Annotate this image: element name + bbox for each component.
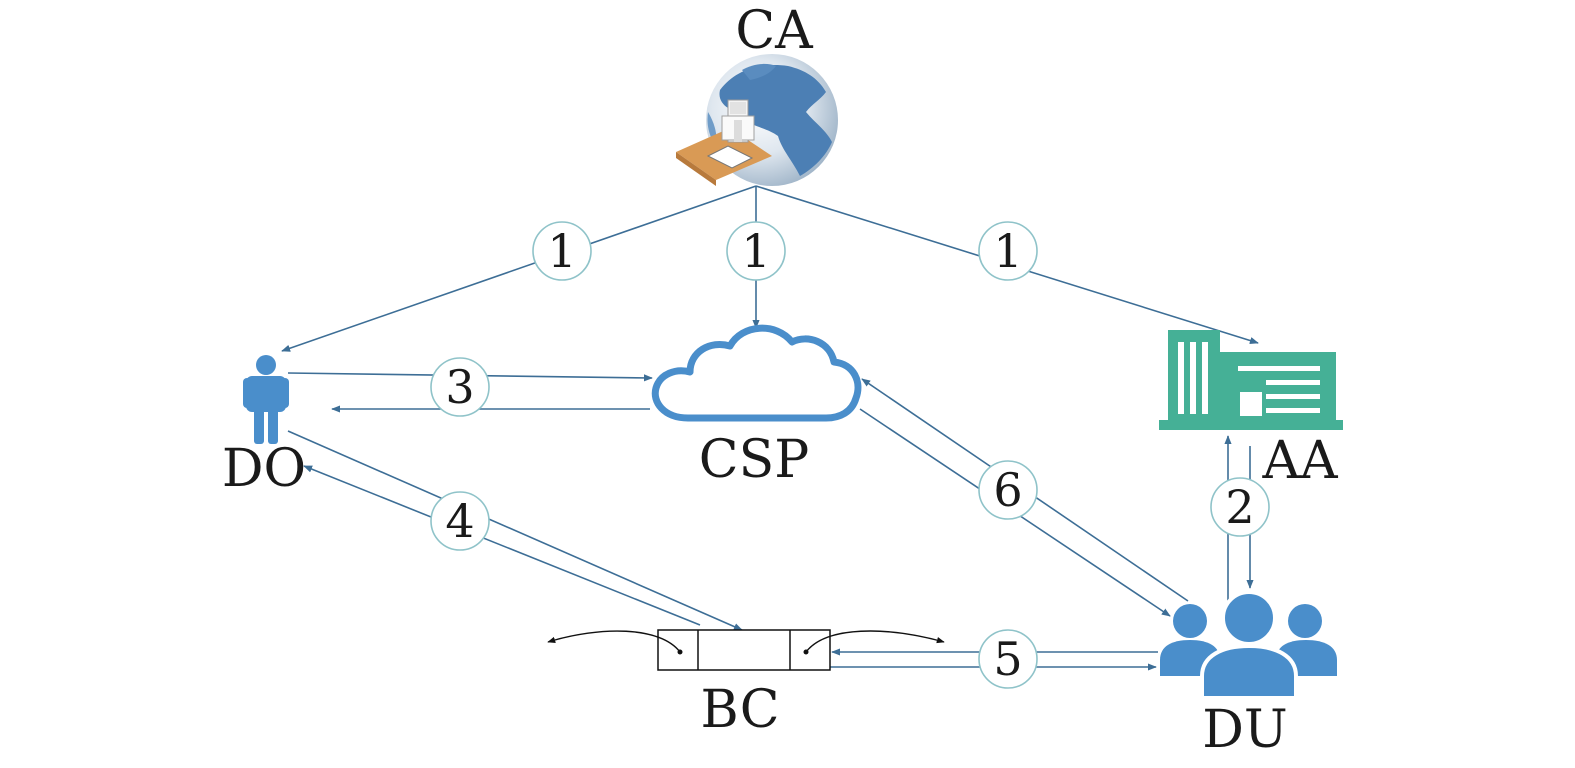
edge-do-bc [287, 430, 743, 631]
building-icon [1159, 330, 1343, 430]
step-ca-aa: 1 [978, 221, 1038, 281]
node-du: DU [1160, 590, 1337, 760]
node-bc: BC [547, 629, 945, 740]
cloud-icon [651, 324, 862, 422]
du-label: DU [1202, 700, 1288, 760]
step-aa-du: 2 [1210, 477, 1270, 537]
step-label: 4 [445, 494, 474, 548]
node-csp: CSP [651, 324, 862, 490]
edge-ca-do [281, 185, 757, 352]
node-do: DO [222, 355, 306, 499]
step-label: 1 [993, 224, 1022, 278]
step-do-csp: 3 [430, 357, 490, 417]
aa-label: AA [1261, 431, 1339, 491]
node-aa: AA [1159, 330, 1343, 491]
step-bc-du: 5 [978, 629, 1038, 689]
step-do-bc: 4 [430, 491, 490, 551]
step-ca-do: 1 [532, 221, 592, 281]
step-label: 2 [1225, 480, 1254, 534]
step-label: 1 [547, 224, 576, 278]
step-label: 3 [445, 360, 474, 414]
node-ca: CA [676, 1, 838, 186]
bc-label: BC [701, 680, 780, 740]
step-ca-csp: 1 [726, 221, 786, 281]
step-label: 5 [993, 632, 1022, 686]
csp-label: CSP [699, 430, 809, 490]
globe-certificate-icon [676, 54, 838, 186]
user-group-icon [1160, 590, 1337, 700]
step-csp-du: 6 [978, 460, 1038, 520]
step-label: 1 [741, 224, 770, 278]
step-label: 6 [993, 463, 1022, 517]
person-icon [243, 355, 289, 444]
do-label: DO [222, 439, 306, 499]
ca-label: CA [735, 1, 814, 61]
blockchain-icon [547, 629, 945, 671]
